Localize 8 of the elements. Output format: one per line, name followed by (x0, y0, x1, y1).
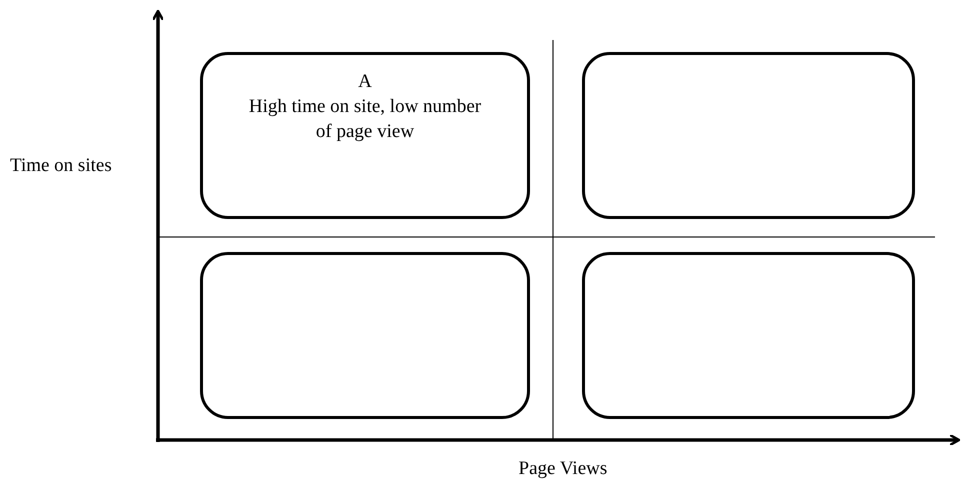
rounded-box (200, 252, 530, 419)
quadrant-letter: A (357, 70, 373, 94)
rounded-box (582, 252, 915, 419)
quadrant-description: High time on site, low number of page view (248, 95, 482, 144)
axis-label: Page Views (518, 458, 608, 480)
rounded-box (200, 52, 530, 219)
axis-label: Time on sites (10, 155, 112, 177)
rounded-box (582, 52, 915, 219)
